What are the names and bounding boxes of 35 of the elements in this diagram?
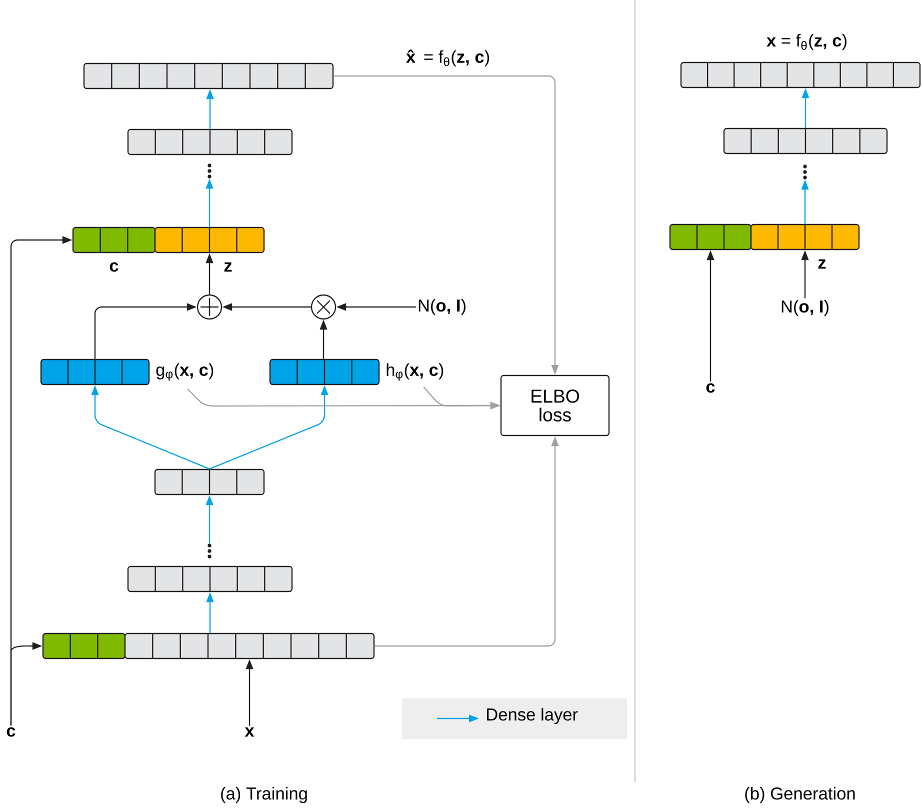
vector-bar — [669, 224, 752, 250]
input-label: c — [706, 383, 715, 393]
ellipsis-dots — [208, 544, 212, 558]
vector-bar — [750, 224, 860, 250]
edge-label: x̂ = f$_{θ}$(z, c) — [404, 48, 492, 68]
vector-bar — [154, 468, 265, 496]
formula-label: N(o, I) — [418, 298, 466, 316]
node-label: c — [110, 262, 118, 272]
product-circle — [310, 294, 336, 320]
loss-box: ELBO loss — [500, 374, 610, 436]
node-label: g$_{φ}$(x, c) — [156, 363, 214, 381]
panel-caption: (a) Training — [221, 786, 307, 804]
legend-label: Dense layer — [487, 708, 578, 724]
node-label: z — [224, 262, 232, 272]
node-label: h$_{φ}$(x, c) — [386, 363, 444, 381]
vector-bar — [680, 62, 921, 88]
vector-bar — [154, 226, 265, 254]
input-label: c — [6, 727, 16, 737]
node-label: x = f$_{θ}$(z, c) — [766, 34, 846, 50]
ellipsis-dots — [208, 164, 212, 178]
node-label: z — [818, 259, 826, 269]
vector-bar — [72, 226, 156, 254]
vector-bar — [83, 62, 334, 90]
input-label: x — [244, 727, 254, 737]
vector-bar — [42, 632, 126, 660]
vector-bar — [124, 632, 375, 660]
vector-bar — [40, 358, 150, 386]
panel-caption: (b) Generation — [745, 786, 855, 804]
vector-bar — [269, 358, 380, 386]
formula-label: N(o, I) — [782, 300, 828, 316]
vector-bar — [127, 566, 293, 592]
ellipsis-dots — [803, 164, 807, 180]
vector-bar — [127, 128, 293, 156]
vector-bar — [723, 128, 888, 154]
sum-circle — [196, 294, 222, 320]
